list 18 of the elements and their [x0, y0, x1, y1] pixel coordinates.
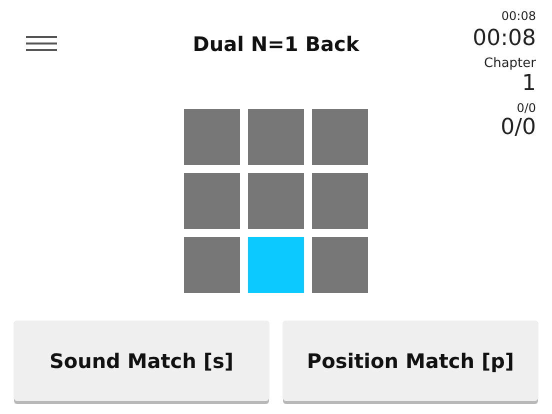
chapter-label: Chapter: [484, 57, 536, 70]
time-label: 00:08: [501, 10, 536, 22]
screen-title: Dual N=1 Back: [192, 32, 360, 56]
grid-square: [312, 109, 368, 165]
grid-square: [312, 237, 368, 293]
grid-square: [248, 109, 304, 165]
grid-square: [312, 173, 368, 229]
match-button: Position Match [p]: [283, 321, 538, 401]
highlighted-grid-square: [248, 237, 304, 293]
timer-value: 00:08: [472, 28, 536, 50]
match-button: Sound Match [s]: [14, 321, 269, 401]
grid-square: [184, 237, 240, 293]
score-label: 0/0: [516, 102, 536, 114]
chapter-value: 1: [522, 73, 536, 95]
grid-square: [184, 173, 240, 229]
score-value: 0/0: [500, 117, 536, 139]
grid-square: [184, 109, 240, 165]
grid-square: [248, 173, 304, 229]
